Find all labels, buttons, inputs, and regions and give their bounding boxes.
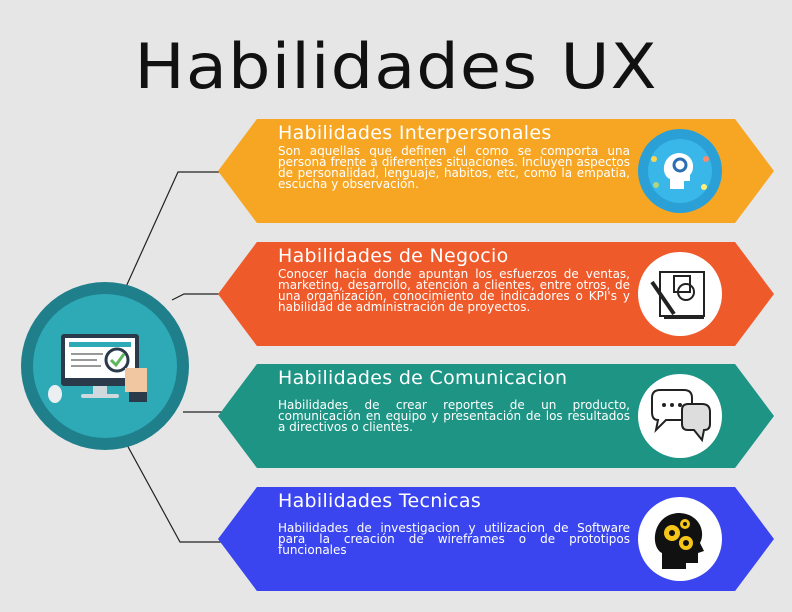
icon-circle (638, 374, 722, 458)
card-title: Habilidades Interpersonales (278, 122, 552, 144)
card-interpersonales: Habilidades Interpersonales Son aquellas… (218, 119, 774, 223)
page-title: Habilidades UX (134, 30, 658, 103)
drafting-icon (650, 271, 705, 319)
icon-circle (638, 129, 722, 213)
card-text: Son aquellas que definen el como se comp… (278, 144, 630, 191)
card-tecnicas: Habilidades Tecnicas Habilidades de inve… (218, 487, 774, 591)
head-gears-icon (654, 513, 704, 569)
card-title: Habilidades de Comunicacion (278, 367, 568, 389)
speech-bubbles-icon (651, 389, 711, 443)
card-negocio: Habilidades de Negocio Conocer hacia don… (218, 242, 774, 346)
card-text: Habilidades de crear reportes de un prod… (278, 398, 630, 434)
card-title: Habilidades Tecnicas (278, 490, 482, 512)
hub-circle (21, 282, 189, 450)
icon-circle (638, 497, 722, 581)
icon-circle (638, 252, 722, 336)
connector-tecnicas (119, 431, 240, 543)
card-comunicacion: Habilidades de Comunicacion Habilidades … (218, 364, 774, 468)
card-text: Conocer hacia donde apuntan los esfuerzo… (278, 267, 630, 314)
card-text: Habilidades de investigacion y utilizaci… (278, 521, 630, 557)
head-network-icon (648, 139, 712, 203)
card-title: Habilidades de Negocio (278, 245, 509, 267)
computer-inspection-icon (48, 334, 147, 403)
connector-interpersonal (119, 171, 240, 301)
